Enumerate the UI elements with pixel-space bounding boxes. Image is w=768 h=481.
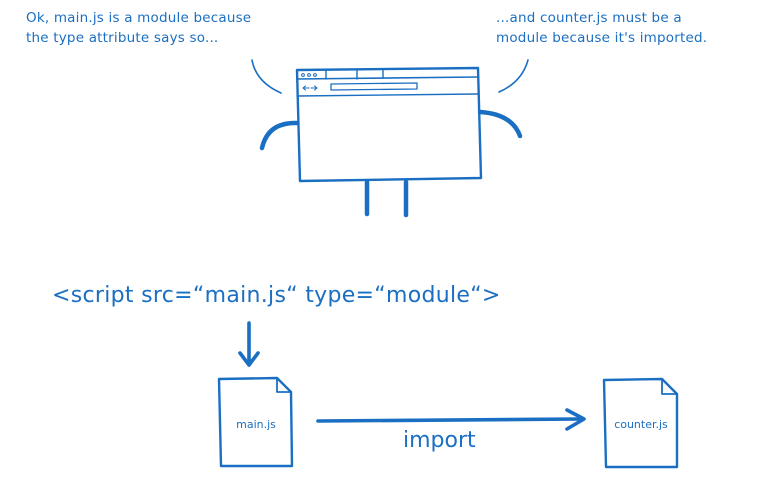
window-dot-icon: [301, 73, 305, 77]
browser-frame: [295, 66, 483, 183]
browser-arm-left: [259, 120, 300, 151]
main-file-icon: [217, 376, 294, 468]
browser-toolbar-line: [296, 93, 479, 97]
counter-file-icon: [602, 377, 679, 469]
window-dot-icon: [307, 73, 311, 77]
speech-bubble-right: ...and counter.js must be a module becaus…: [496, 8, 707, 48]
speech-right-line-2: module because it's imported.: [496, 30, 708, 46]
counter-file-label: counter.js: [614, 418, 668, 431]
speech-left-line-2: the type attribute says so...: [26, 30, 219, 46]
import-arrow-icon: [316, 408, 586, 431]
browser-tab-bar: [296, 76, 479, 80]
script-tag-code: <script src=“main.js“ type=“module“>: [52, 283, 501, 308]
back-forward-arrows-icon: [302, 85, 318, 91]
speech-right-line-1: ...and counter.js must be a: [496, 10, 682, 26]
speech-bubble-left: Ok, main.js is a module because the type …: [26, 8, 251, 48]
speech-tail-right: [498, 59, 529, 93]
speech-left-line-1: Ok, main.js is a module because: [26, 10, 252, 26]
window-dot-icon: [313, 73, 317, 77]
browser-window-character-icon: [259, 66, 523, 218]
main-file-label: main.js: [236, 418, 276, 431]
import-label: import: [403, 428, 476, 453]
speech-tail-left: [251, 59, 282, 94]
address-bar: [330, 82, 418, 91]
down-arrow-icon: [238, 321, 260, 367]
browser-arm-right: [477, 109, 523, 139]
